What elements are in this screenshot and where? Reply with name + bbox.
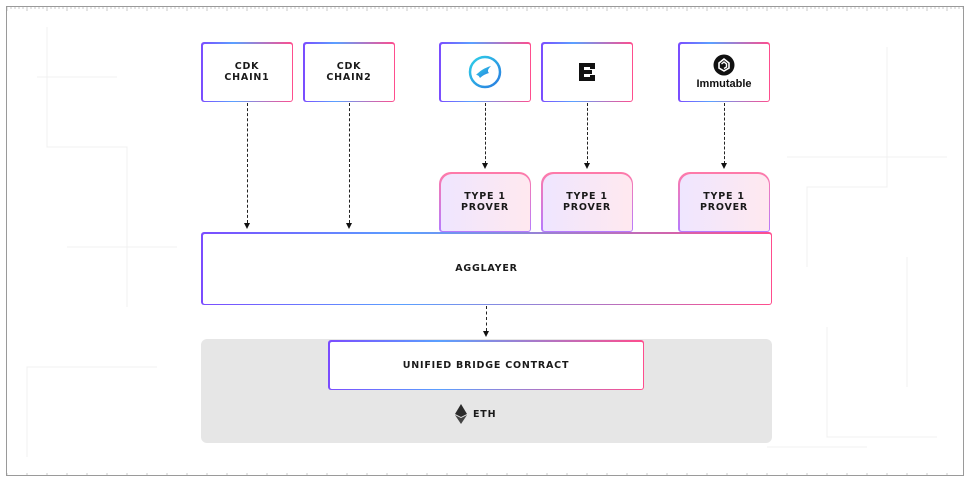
arrow-immutable-to-prover [724, 103, 725, 164]
cdk-chain2-line2: CHAIN2 [326, 72, 372, 83]
cdk-chain1-box: CDK CHAIN1 [201, 42, 293, 102]
prover-1-line2: PROVER [460, 202, 510, 213]
immutable-chain-box: Immutable [678, 42, 770, 102]
type1-prover-box-1: TYPE 1 PROVER [439, 172, 531, 232]
ethereum-icon [455, 404, 467, 424]
immutable-logo-text: Immutable [696, 78, 752, 90]
unified-bridge-contract-label: UNIFIED BRIDGE CONTRACT [402, 359, 570, 371]
eth-label: ETH [473, 408, 497, 420]
arrow-block-to-prover [587, 103, 588, 164]
block-chain-box [541, 42, 633, 102]
falcon-logo-icon [468, 55, 502, 89]
agglayer-box: AGGLAYER [201, 232, 772, 305]
background-grid [7, 7, 963, 475]
arrow-falcon-to-prover [485, 103, 486, 164]
arrowhead-falcon [482, 163, 488, 169]
block-logo-icon [579, 63, 595, 81]
type1-prover-box-2: TYPE 1 PROVER [541, 172, 633, 232]
prover-2-line2: PROVER [562, 202, 612, 213]
prover-1-line1: TYPE 1 [464, 191, 506, 202]
arrow-chain2-to-agglayer [349, 103, 350, 223]
prover-3-line1: TYPE 1 [703, 191, 745, 202]
arrowhead-immutable [721, 163, 727, 169]
arrowhead-chain2 [346, 223, 352, 229]
arrowhead-agglayer [483, 331, 489, 337]
arrow-agglayer-to-bridge [486, 306, 487, 331]
unified-bridge-contract-box: UNIFIED BRIDGE CONTRACT [328, 340, 644, 390]
diagram-frame: ETH UNIFIED BRIDGE CONTRACT AGGLAYER CDK… [6, 6, 964, 476]
cdk-chain1-line1: CDK [234, 61, 260, 72]
cdk-chain2-box: CDK CHAIN2 [303, 42, 395, 102]
arrowhead-block [584, 163, 590, 169]
arrow-chain1-to-agglayer [247, 103, 248, 223]
falcon-chain-box [439, 42, 531, 102]
prover-3-line2: PROVER [699, 202, 749, 213]
prover-2-line1: TYPE 1 [566, 191, 608, 202]
cdk-chain2-line1: CDK [336, 61, 362, 72]
arrowhead-chain1 [244, 223, 250, 229]
immutable-logo-icon [713, 54, 735, 76]
cdk-chain1-line2: CHAIN1 [224, 72, 270, 83]
type1-prover-box-3: TYPE 1 PROVER [678, 172, 770, 232]
agglayer-label: AGGLAYER [455, 263, 518, 274]
